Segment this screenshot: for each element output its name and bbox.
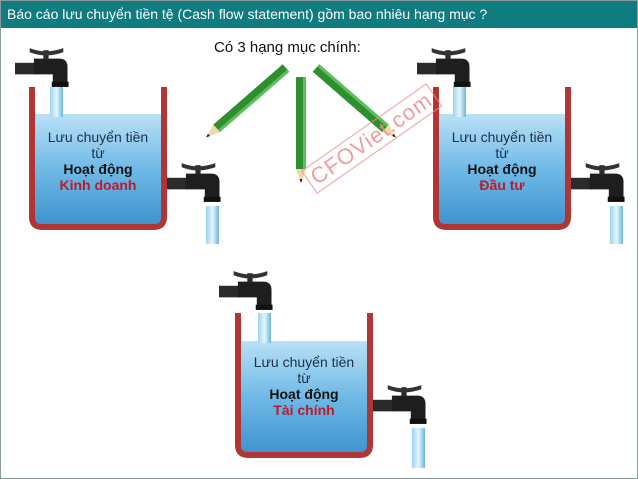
water-stream <box>206 206 219 244</box>
tank-label-line: Lưu chuyển tiền <box>451 129 553 145</box>
water-stream <box>610 206 623 244</box>
tank-label-activity: Hoạt động <box>269 386 339 402</box>
title-bar: Báo cáo lưu chuyển tiền tệ (Cash flow st… <box>1 1 637 28</box>
tank-label-operating: Lưu chuyển tiền từ Hoạt động Kinh doanh <box>32 129 164 193</box>
faucet-icon <box>219 271 273 310</box>
subtitle: Có 3 hạng mục chính: <box>214 39 361 56</box>
tank-label-line: từ <box>91 145 105 161</box>
water-tank-icon <box>433 87 571 230</box>
tank-label-line: từ <box>297 370 311 386</box>
tank-label-category: Đầu tư <box>479 177 525 193</box>
water-stream <box>412 428 425 468</box>
water-tank-icon <box>29 87 167 230</box>
slide-title: Báo cáo lưu chuyển tiền tệ (Cash flow st… <box>7 6 488 22</box>
tank-label-line: từ <box>495 145 509 161</box>
tank-label-category: Kinh doanh <box>59 177 137 193</box>
tank-label-line: Lưu chuyển tiền <box>47 129 149 145</box>
tank-label-activity: Hoạt động <box>467 161 537 177</box>
faucet-icon <box>373 385 427 424</box>
tank-label-line: Lưu chuyển tiền <box>253 354 355 370</box>
tank-label-financing: Lưu chuyển tiền từ Hoạt động Tài chính <box>238 354 370 418</box>
pencil-arrow-icon <box>202 64 290 142</box>
water-tank-icon <box>235 313 373 458</box>
faucet-icon <box>15 48 69 87</box>
tank-label-investing: Lưu chuyển tiền từ Hoạt động Đầu tư <box>436 129 568 193</box>
faucet-icon <box>571 163 625 202</box>
faucet-icon <box>417 48 471 87</box>
tank-label-activity: Hoạt động <box>63 161 133 177</box>
faucet-icon <box>167 163 221 202</box>
tank-label-category: Tài chính <box>273 402 335 418</box>
